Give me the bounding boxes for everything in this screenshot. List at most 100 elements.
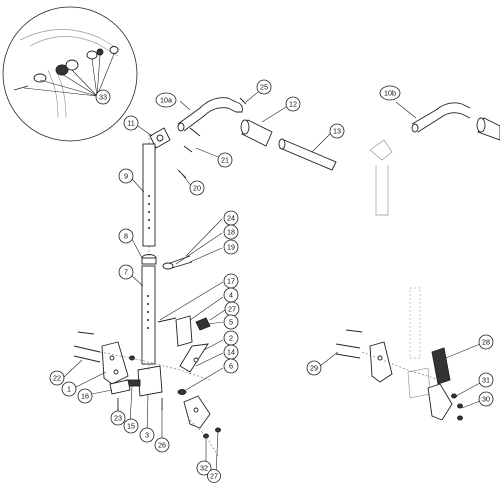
main-assembly (73, 97, 337, 457)
svg-text:11: 11 (127, 119, 134, 128)
svg-text:8: 8 (124, 232, 128, 241)
alternate-assembly (335, 102, 500, 421)
washer-6 (177, 389, 187, 395)
detail-inset-border (2, 6, 138, 142)
nut-small (129, 355, 135, 361)
clamp-11-hole (156, 134, 164, 142)
callout-18: 18 (223, 224, 239, 240)
callout-15: 15 (123, 418, 139, 434)
callout-2: 2 (223, 330, 239, 346)
handle-tube-10a (177, 97, 237, 125)
svg-text:29: 29 (310, 364, 318, 373)
handle-tube-10a-inner (183, 107, 237, 132)
detail-ghost-post-edge (55, 69, 67, 119)
svg-text:25: 25 (260, 83, 268, 92)
detail-bolt (13, 85, 29, 91)
handle-tube-10b-end (411, 123, 419, 133)
callout-30: 30 (478, 391, 494, 407)
bolt-22b (73, 355, 101, 363)
callouts: 25 10a 12 13 11 21 9 20 24 18 8 19 7 17 … (49, 79, 494, 483)
clamp-18 (162, 262, 174, 270)
svg-text:15: 15 (127, 422, 135, 431)
bracket-4 (175, 315, 193, 347)
lower-post-7 (141, 265, 156, 365)
callout-16: 16 (77, 388, 93, 404)
callout-5: 5 (223, 314, 239, 330)
svg-text:30: 30 (482, 395, 490, 404)
detail-washer-4 (86, 50, 98, 60)
callout-14: 14 (223, 344, 239, 360)
svg-text:6: 6 (229, 362, 233, 371)
svg-text:5: 5 (229, 318, 233, 327)
svg-text:22: 22 (53, 374, 61, 383)
callout-32: 32 (196, 460, 212, 476)
callout-7: 7 (118, 264, 134, 280)
svg-text:21: 21 (221, 156, 229, 165)
callout-26: 26 (154, 437, 170, 453)
callout-9: 9 (118, 168, 134, 184)
callout-19: 19 (223, 239, 239, 255)
callout-4: 4 (223, 287, 239, 303)
handle-tube-10a-bend (235, 101, 243, 113)
side-bracket-6-hole (193, 407, 199, 413)
alt-bolt-2 (335, 353, 361, 359)
callout-1: 1 (61, 381, 77, 397)
screw-21 (183, 145, 193, 153)
svg-text:2: 2 (229, 334, 233, 343)
callout-20: 20 (189, 180, 205, 196)
svg-text:27: 27 (210, 472, 218, 481)
handle-tube-10b (411, 102, 471, 125)
callout-6: 6 (223, 358, 239, 374)
svg-text:23: 23 (114, 414, 122, 423)
svg-text:9: 9 (124, 172, 128, 181)
detail-washers (33, 46, 119, 83)
callout-leaders (63, 91, 481, 475)
side-bracket-1-hole (109, 355, 115, 361)
svg-text:24: 24 (227, 214, 235, 223)
collar-8-body (141, 257, 157, 265)
grip-12-end (240, 119, 250, 135)
svg-text:32: 32 (200, 464, 208, 473)
svg-text:4: 4 (229, 291, 233, 300)
upper-post-9-holes (148, 195, 150, 229)
ghost-post (375, 165, 389, 216)
callout-13: 13 (329, 123, 345, 139)
callout-10a: 10a (155, 92, 177, 108)
svg-text:17: 17 (227, 277, 235, 286)
callout-8: 8 (118, 228, 134, 244)
bolt-top (77, 331, 95, 335)
alt-bolt-1 (335, 343, 361, 349)
screw-19 (171, 261, 193, 269)
callout-33: 33 (95, 89, 111, 105)
detail-leaders (23, 53, 115, 97)
callout-11: 11 (123, 115, 139, 131)
screw-17 (157, 317, 177, 323)
plate-16 (109, 379, 131, 395)
alt-nut-31 (451, 393, 457, 399)
detail-washer-6 (96, 48, 104, 56)
detail-ghost-tube (19, 29, 121, 51)
svg-text:13: 13 (333, 127, 341, 136)
callout-25: 25 (256, 79, 272, 95)
svg-text:14: 14 (227, 348, 235, 357)
alt-nut-30b (457, 415, 463, 421)
bolt-22a (73, 345, 101, 353)
handle-tube-10b-inner (417, 112, 471, 133)
callout-21: 21 (217, 152, 233, 168)
screw-25 (239, 97, 247, 105)
svg-text:20: 20 (193, 184, 201, 193)
grip-alt-end (476, 117, 486, 133)
svg-text:19: 19 (227, 243, 235, 252)
svg-text:12: 12 (289, 100, 297, 109)
callout-17: 17 (223, 273, 239, 289)
callout-27b: 27 (207, 469, 221, 483)
svg-text:1: 1 (67, 385, 71, 394)
side-bracket-1 (101, 341, 129, 385)
base-mount-3 (137, 365, 163, 397)
handle-tube-10a-end (177, 122, 185, 132)
svg-text:28: 28 (482, 338, 490, 347)
foam-grip-13 (279, 139, 337, 171)
svg-text:33: 33 (99, 93, 107, 102)
svg-text:10a: 10a (160, 96, 172, 105)
